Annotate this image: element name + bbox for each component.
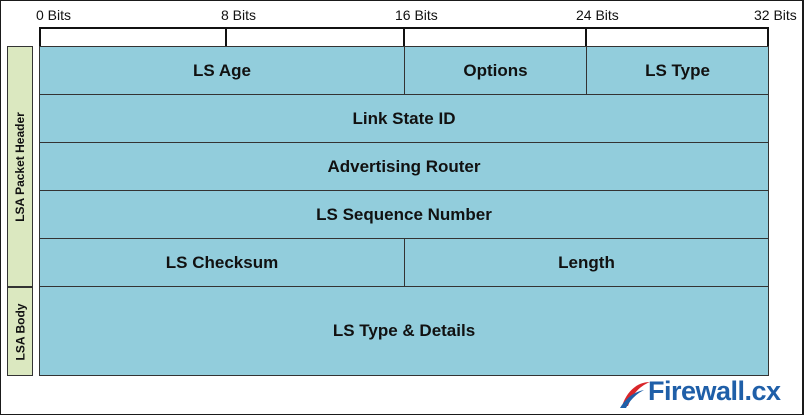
field-advertising-router: Advertising Router <box>39 142 769 191</box>
field-ls-type: LS Type <box>586 46 769 95</box>
tick-label-24: 24 Bits <box>576 7 619 23</box>
tick-label-8: 8 Bits <box>221 7 257 23</box>
tick-32 <box>767 27 769 46</box>
tick-0 <box>39 27 41 46</box>
field-length: Length <box>404 238 769 287</box>
section-packet-header: LSA Packet Header <box>7 46 33 287</box>
tick-label-0: 0 Bits <box>36 7 72 23</box>
bit-ruler: 0 Bits 8 Bits 16 Bits 24 Bits 32 Bits <box>0 0 804 46</box>
field-ls-sequence-number: LS Sequence Number <box>39 190 769 239</box>
field-ls-type-details: LS Type & Details <box>39 286 769 376</box>
field-options: Options <box>404 46 587 95</box>
tick-label-32: 32 Bits <box>754 7 797 23</box>
field-ls-age: LS Age <box>39 46 405 95</box>
field-link-state-id: Link State ID <box>39 94 769 143</box>
logo-text: Firewall.cx <box>648 376 781 406</box>
tick-label-16: 16 Bits <box>395 7 438 23</box>
section-body: LSA Body <box>7 287 33 376</box>
tick-16 <box>403 27 405 46</box>
section-body-label: LSA Body <box>13 303 28 360</box>
section-packet-header-label: LSA Packet Header <box>13 111 28 222</box>
logo-swoosh-icon <box>620 382 650 408</box>
tick-8 <box>225 27 227 46</box>
field-ls-checksum: LS Checksum <box>39 238 405 287</box>
tick-24 <box>585 27 587 46</box>
firewall-cx-logo: Firewall.cx <box>618 374 804 414</box>
